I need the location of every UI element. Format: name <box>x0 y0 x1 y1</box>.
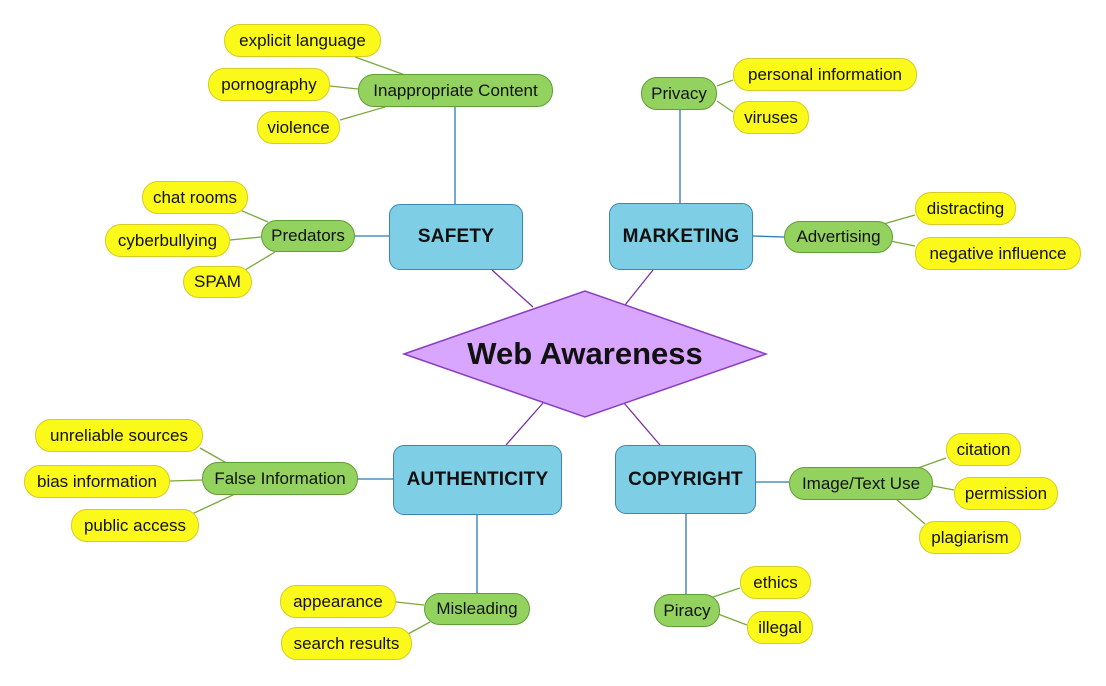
link-leaf-viruses <box>716 100 734 113</box>
link-leaf-negative <box>889 240 916 247</box>
link-leaf-ethics <box>709 587 741 599</box>
leaf-violence[interactable]: violence <box>257 111 340 144</box>
link-leaf-pornography <box>329 85 359 90</box>
link-leaf-violence <box>339 106 386 121</box>
link-leaf-explicit <box>354 56 406 76</box>
leaf-cyberbullying[interactable]: cyberbullying <box>105 224 230 257</box>
subtopic-predators[interactable]: Predators <box>261 220 355 252</box>
leaf-appearance[interactable]: appearance <box>280 585 396 618</box>
leaf-chat-rooms[interactable]: chat rooms <box>142 181 248 214</box>
link-center-safety <box>491 269 534 308</box>
center-topic-label: Web Awareness <box>467 336 703 371</box>
link-leaf-cyberbullying <box>229 236 262 241</box>
leaf-pornography[interactable]: pornography <box>208 68 330 101</box>
link-center-marketing <box>624 269 654 306</box>
link-leaf-spam <box>244 251 276 271</box>
link-leaf-chatrooms <box>239 209 269 223</box>
category-authenticity[interactable]: AUTHENTICITY <box>393 445 562 515</box>
category-copyright[interactable]: COPYRIGHT <box>615 445 756 514</box>
leaf-public-access[interactable]: public access <box>71 509 199 542</box>
subtopic-piracy[interactable]: Piracy <box>654 594 720 627</box>
leaf-unreliable-sources[interactable]: unreliable sources <box>35 419 203 452</box>
link-leaf-personalinfo <box>716 79 734 87</box>
leaf-illegal[interactable]: illegal <box>747 611 813 644</box>
leaf-citation[interactable]: citation <box>946 433 1021 466</box>
link-leaf-searchresults <box>407 621 431 635</box>
leaf-negative-influence[interactable]: negative influence <box>915 237 1081 270</box>
link-center-copyright <box>623 402 661 446</box>
subtopic-false-information[interactable]: False Information <box>202 462 358 495</box>
leaf-explicit-language[interactable]: explicit language <box>224 24 381 57</box>
subtopic-privacy[interactable]: Privacy <box>641 77 717 110</box>
leaf-plagiarism[interactable]: plagiarism <box>919 521 1021 554</box>
link-leaf-plagiarism <box>895 498 926 525</box>
leaf-permission[interactable]: permission <box>954 477 1058 510</box>
category-marketing[interactable]: MARKETING <box>609 203 753 270</box>
subtopic-image-text-use[interactable]: Image/Text Use <box>789 467 933 500</box>
leaf-distracting[interactable]: distracting <box>915 192 1016 225</box>
link-center-authenticity <box>505 402 544 446</box>
leaf-search-results[interactable]: search results <box>281 627 412 660</box>
subtopic-advertising[interactable]: Advertising <box>784 221 893 253</box>
leaf-viruses[interactable]: viruses <box>733 101 809 134</box>
link-leaf-appearance <box>395 601 425 606</box>
leaf-spam[interactable]: SPAM <box>183 266 252 298</box>
link-leaf-citation <box>917 457 947 469</box>
link-leaf-permission <box>932 485 955 491</box>
center-diamond <box>401 290 769 418</box>
leaf-bias-information[interactable]: bias information <box>24 465 170 498</box>
leaf-ethics[interactable]: ethics <box>740 566 811 599</box>
link-leaf-illegal <box>717 613 748 626</box>
leaf-personal-information[interactable]: personal information <box>733 58 917 91</box>
category-safety[interactable]: SAFETY <box>389 204 523 270</box>
link-leaf-bias <box>169 479 203 482</box>
subtopic-inappropriate-content[interactable]: Inappropriate Content <box>358 74 553 107</box>
link-marketing-advertising <box>752 235 785 238</box>
subtopic-misleading[interactable]: Misleading <box>424 593 530 625</box>
link-leaf-publicaccess <box>191 493 236 515</box>
